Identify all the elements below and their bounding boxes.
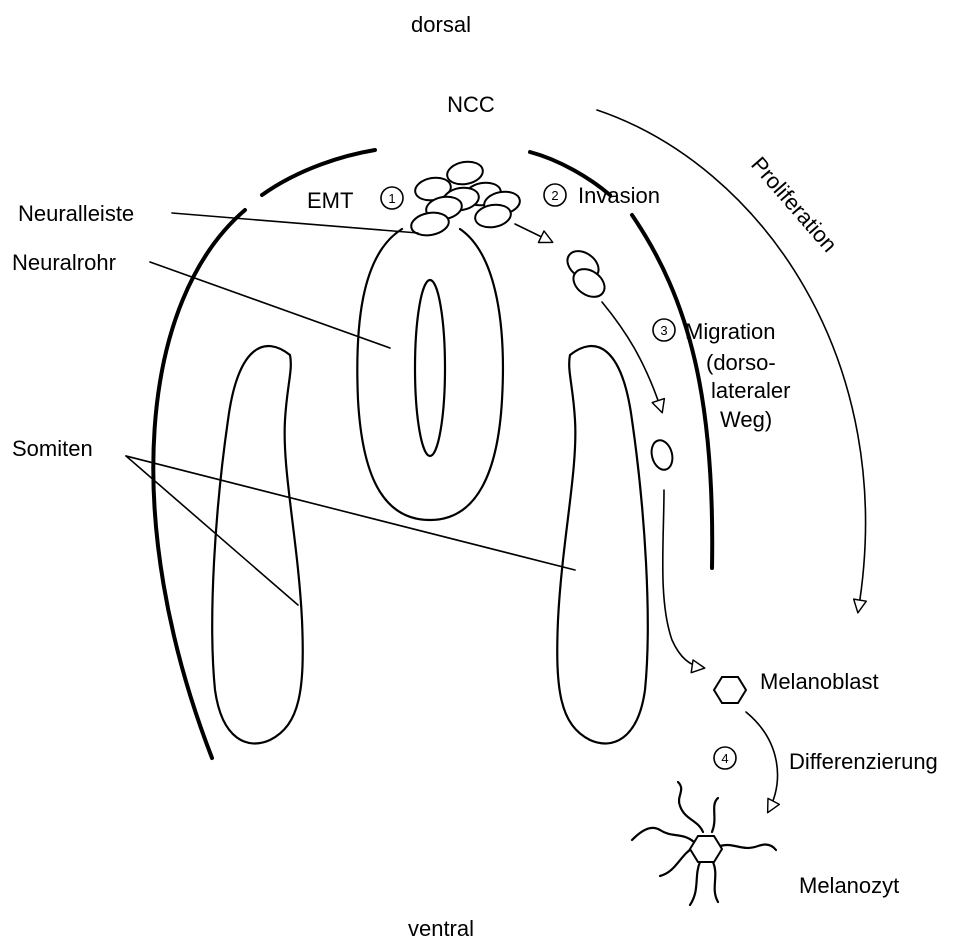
emt-label: EMT bbox=[307, 188, 353, 213]
differentiation-label: Differenzierung bbox=[789, 749, 938, 774]
migration-label: Migration bbox=[685, 319, 775, 344]
step-4-marker: 4 bbox=[714, 747, 736, 769]
migration-note-line-2: lateraler bbox=[711, 378, 790, 403]
migration-arrows bbox=[515, 224, 777, 812]
step-2-marker: 2 bbox=[544, 184, 566, 206]
somiten-leader-right bbox=[126, 456, 575, 570]
melanocyte-label: Melanozyt bbox=[799, 873, 899, 898]
step-1-number: 1 bbox=[388, 191, 395, 206]
invasion-label: Invasion bbox=[578, 183, 660, 208]
ncc-cluster bbox=[409, 159, 521, 238]
melanoblast-label: Melanoblast bbox=[760, 669, 879, 694]
migration-note-line-3: Weg) bbox=[720, 407, 772, 432]
ncc-label: NCC bbox=[447, 92, 495, 117]
dorsal-label: dorsal bbox=[411, 12, 471, 37]
somite-left bbox=[212, 346, 303, 743]
neural-tube bbox=[357, 229, 503, 520]
neuralrohr-leader bbox=[150, 262, 390, 348]
step-4-number: 4 bbox=[721, 751, 728, 766]
migrating-cells bbox=[562, 245, 675, 472]
step-3-marker: 3 bbox=[653, 319, 675, 341]
melanocyte-cell bbox=[632, 782, 776, 905]
migration-note-line-1: (dorso- bbox=[706, 350, 776, 375]
neuralleiste-leader bbox=[172, 213, 418, 233]
melanoblast-cell bbox=[714, 677, 746, 703]
proliferation-label: Proliferation bbox=[746, 152, 842, 257]
somiten-label: Somiten bbox=[12, 436, 93, 461]
somite-right bbox=[557, 346, 648, 743]
neuralleiste-label: Neuralleiste bbox=[18, 201, 134, 226]
ventral-label: ventral bbox=[408, 916, 474, 941]
step-3-number: 3 bbox=[660, 323, 667, 338]
neuralrohr-label: Neuralrohr bbox=[12, 250, 116, 275]
step-1-marker: 1 bbox=[381, 187, 403, 209]
step-2-number: 2 bbox=[551, 188, 558, 203]
